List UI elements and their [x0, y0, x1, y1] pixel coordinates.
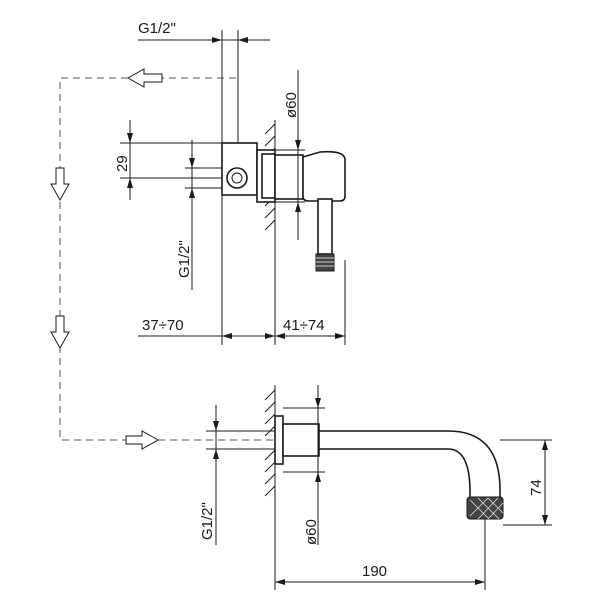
spout-rosette [274, 415, 284, 465]
thread-label-top: G1/2" [138, 20, 176, 37]
spout-height-label: 74 [528, 479, 545, 496]
mixer-lever [317, 198, 333, 255]
depth-range-label: 37÷70 [142, 317, 184, 334]
thread-label-bottom: G1/2" [199, 502, 216, 540]
spout-pipe [318, 430, 501, 499]
mixer-body [274, 154, 304, 200]
diameter-label-bottom: ø60 [303, 519, 320, 545]
projection-range-label: 41÷74 [283, 317, 325, 334]
spout-length-label: 190 [362, 563, 387, 580]
thread-label-left: G1/2" [176, 240, 193, 278]
flow-arrow-down-icon [50, 315, 70, 350]
flow-arrow-left-icon [126, 68, 163, 88]
flow-arrow-down-icon [50, 167, 70, 202]
lever-knurled-tip [315, 253, 335, 272]
inlet-connection [226, 167, 248, 189]
bottom-dimensions: G1/2" ø60 74 190 [199, 385, 552, 590]
water-flow-path [50, 68, 275, 450]
top-dimensions: G1/2" ø60 29 G1/2" 37÷70 41÷74 [114, 20, 346, 345]
mixer-handle-head [302, 150, 346, 202]
wall-hatch-bottom [264, 385, 276, 500]
spout-body [282, 423, 320, 457]
spout-assembly [264, 385, 504, 520]
mixer-assembly [210, 120, 346, 272]
flow-arrow-right-icon [125, 430, 160, 450]
diameter-label-top: ø60 [283, 92, 300, 118]
offset-29-label: 29 [114, 155, 131, 172]
